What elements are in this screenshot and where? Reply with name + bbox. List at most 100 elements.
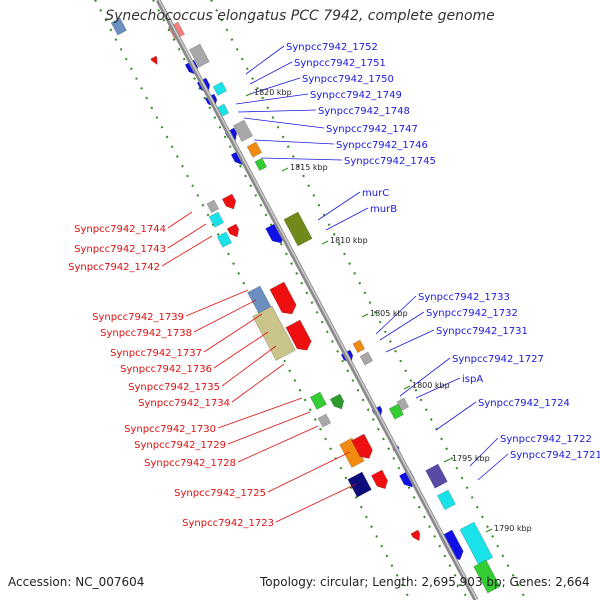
gene-label-reverse: Synpcc7942_1729 — [134, 440, 226, 451]
gene-label-forward: Synpcc7942_1745 — [344, 156, 436, 167]
gene-labels: Synpcc7942_1752Synpcc7942_1751Synpcc7942… — [68, 42, 600, 529]
gene-label-forward: Synpcc7942_1732 — [426, 308, 518, 319]
gene-block — [206, 199, 220, 213]
gene-label-forward: Synpcc7942_1722 — [500, 434, 592, 445]
ruler-tick-label: 1800 kbp — [412, 381, 450, 390]
gene-block — [473, 559, 501, 594]
gene-block — [246, 141, 263, 158]
leader-line — [249, 77, 301, 95]
leader-line — [325, 207, 369, 231]
gene-block — [232, 119, 253, 142]
leader-line — [231, 363, 285, 403]
gene-label-reverse: Synpcc7942_1742 — [68, 262, 160, 273]
gene-label-forward: Synpcc7942_1747 — [326, 124, 418, 135]
ruler-tick — [245, 92, 253, 97]
gene-block — [269, 281, 297, 315]
leader-line — [203, 313, 263, 353]
gene-label-forward: Synpcc7942_1724 — [478, 398, 570, 409]
gene-block — [396, 397, 410, 411]
leader-line — [167, 211, 193, 229]
gene-label-reverse: Synpcc7942_1739 — [92, 312, 184, 323]
gene-block — [329, 393, 345, 410]
gene-block — [309, 391, 327, 410]
gene-label-reverse: Synpcc7942_1734 — [138, 398, 230, 409]
gene-block — [425, 463, 448, 489]
gene-block — [459, 521, 494, 566]
genome-summary-text: Topology: circular; Length: 2,695,903 bp… — [260, 575, 590, 589]
gene-block — [370, 469, 388, 490]
leader-line — [213, 331, 269, 369]
gene-label-reverse: Synpcc7942_1737 — [110, 348, 202, 359]
leader-line — [185, 289, 249, 317]
leader-line — [227, 411, 311, 445]
accession-text: Accession: NC_007604 — [8, 575, 145, 589]
leader-line — [161, 235, 213, 267]
leader-line — [217, 397, 303, 429]
gene-label-reverse: Synpcc7942_1743 — [74, 244, 166, 255]
gene-block — [110, 17, 127, 36]
map-title: Synechococcus elongatus PCC 7942, comple… — [105, 8, 495, 24]
leader-line — [317, 191, 361, 221]
leader-line — [253, 139, 335, 145]
gene-label-forward: murC — [362, 188, 389, 199]
gene-block — [410, 529, 421, 542]
ruler-tick — [321, 240, 329, 245]
gene-label-forward: ispA — [462, 374, 483, 385]
leader-line — [261, 157, 343, 161]
gene-label-forward: Synpcc7942_1748 — [318, 106, 410, 117]
gene-label-reverse: Synpcc7942_1735 — [128, 382, 220, 393]
gene-label-reverse: Synpcc7942_1723 — [182, 518, 274, 529]
ruler-tick-label: 1820 kbp — [254, 88, 292, 97]
ruler-tick — [403, 385, 411, 390]
ruler-tick — [485, 528, 493, 533]
leader-line — [237, 425, 319, 463]
leader-line — [235, 93, 309, 105]
ruler-tick-label: 1790 kbp — [494, 524, 532, 533]
gene-label-forward: Synpcc7942_1721 — [510, 450, 600, 461]
leader-line — [249, 61, 293, 85]
leader-line — [379, 311, 425, 341]
gene-block — [254, 157, 268, 171]
ruler-tick-label: 1810 kbp — [330, 236, 368, 245]
leader-line — [167, 223, 207, 249]
gene-block — [221, 193, 237, 210]
gene-label-forward: Synpcc7942_1750 — [302, 74, 394, 85]
leader-line — [243, 117, 325, 129]
gene-block — [285, 319, 312, 351]
leader-line — [385, 329, 435, 353]
ruler-tick — [443, 458, 451, 463]
leader-line — [469, 437, 499, 467]
leader-line — [399, 357, 451, 397]
gene-block — [208, 211, 225, 228]
gene-block-murC — [283, 211, 313, 247]
leader-line — [477, 453, 509, 481]
leader-line — [415, 377, 461, 399]
gene-block — [252, 305, 296, 361]
gene-block — [352, 339, 366, 353]
leader-line — [275, 483, 357, 523]
gene-block — [359, 351, 374, 366]
leader-line — [237, 109, 317, 113]
gene-label-reverse: Synpcc7942_1725 — [174, 488, 266, 499]
gene-label-forward: Synpcc7942_1751 — [294, 58, 386, 69]
gene-label-forward: Synpcc7942_1731 — [436, 326, 528, 337]
leader-line — [267, 451, 351, 493]
ruler-tick-label: 1815 kbp — [290, 163, 328, 172]
ruler-tick — [361, 313, 369, 318]
gene-label-forward: Synpcc7942_1727 — [452, 354, 544, 365]
gene-label-forward: Synpcc7942_1733 — [418, 292, 510, 303]
gene-block — [216, 231, 233, 248]
gene-label-reverse: Synpcc7942_1728 — [144, 458, 236, 469]
gene-label-reverse: Synpcc7942_1736 — [120, 364, 212, 375]
ruler-tick-label: 1795 kbp — [452, 454, 490, 463]
gene-block — [188, 43, 210, 68]
gene-block — [347, 471, 372, 498]
gene-block — [436, 489, 456, 511]
gene-block — [150, 55, 158, 66]
gene-label-reverse: Synpcc7942_1730 — [124, 424, 216, 435]
gene-block — [317, 413, 332, 428]
gene-block — [388, 403, 405, 420]
gene-label-forward: Synpcc7942_1746 — [336, 140, 428, 151]
